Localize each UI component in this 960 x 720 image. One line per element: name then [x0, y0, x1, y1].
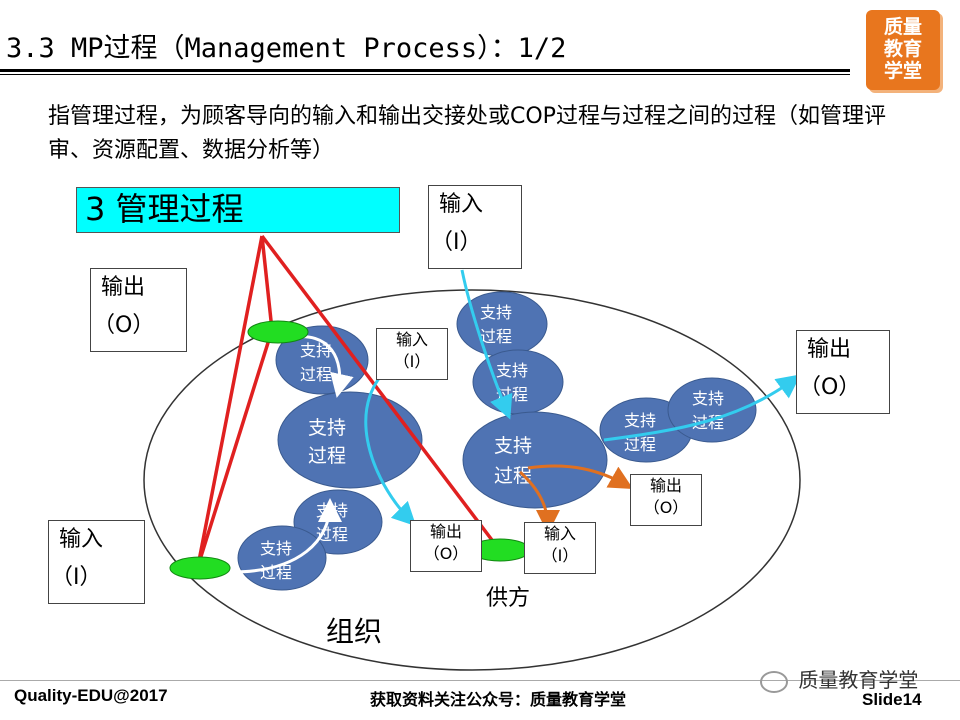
- wechat-icon: [760, 670, 788, 693]
- slide-title: 3.3 MP过程（Management Process）：1/2: [6, 33, 567, 64]
- svg-text:支持: 支持: [692, 389, 724, 408]
- watermark-text: 质量教育学堂: [798, 668, 919, 692]
- svg-text:支持: 支持: [496, 361, 528, 380]
- brand-logo: 质量 教育 学堂: [866, 10, 940, 90]
- footer-notice: 获取资料关注公众号：质量教育学堂: [370, 690, 627, 709]
- svg-text:支持: 支持: [300, 341, 332, 360]
- input-box-left: 输入 （I）: [48, 520, 145, 604]
- output-box-left-label: 输出: [101, 275, 146, 300]
- logo-line-1: 质量: [883, 16, 922, 38]
- green-node-top: [247, 320, 309, 344]
- output-box-right: 输出 （O）: [796, 330, 890, 414]
- title-underline-thin: [0, 74, 850, 75]
- svg-text:支持: 支持: [494, 435, 532, 457]
- logo-line-2: 教育: [883, 38, 922, 60]
- svg-text:过程: 过程: [480, 327, 512, 346]
- management-process-label: 3 管理过程: [76, 187, 400, 233]
- orange-arrow-output: [527, 464, 634, 489]
- circle-labels: 支持 过程 支持 过程 支持 过程 支持 过程 支持 过程 支持 过程 支持 过…: [260, 303, 724, 582]
- input-box-top: 输入 （I）: [428, 185, 522, 269]
- title-underline: [0, 69, 850, 72]
- svg-text:支持: 支持: [260, 539, 292, 558]
- footer-copyright: Quality-EDU@2017: [14, 686, 168, 705]
- output-box-inner: 输出 （O）: [410, 520, 482, 572]
- cyan-arrow-top: [460, 269, 513, 420]
- input-box-inner: 输入 （I）: [376, 328, 448, 380]
- svg-text:支持: 支持: [316, 501, 348, 520]
- output-box-inner-2-symbol: （O）: [643, 498, 689, 517]
- output-box-right-label: 输出: [807, 337, 852, 362]
- support-circle-bottom-left: [237, 525, 327, 591]
- output-box-inner-label: 输出: [429, 522, 462, 541]
- svg-text:支持: 支持: [624, 411, 656, 430]
- input-box-inner-2-label: 输入: [543, 524, 576, 543]
- support-circle-center-left: [277, 391, 423, 489]
- slide-number: Slide14: [862, 690, 922, 709]
- svg-text:支持: 支持: [308, 417, 346, 439]
- input-box-left-label: 输入: [59, 527, 104, 552]
- logo-line-3: 学堂: [883, 60, 922, 82]
- wechat-watermark: 质量教育学堂: [760, 664, 918, 693]
- input-box-top-symbol: （I）: [431, 230, 482, 255]
- supplier-label: 供方: [486, 586, 531, 611]
- green-node-left: [169, 556, 231, 580]
- management-lines: [196, 234, 500, 567]
- input-box-top-label: 输入: [439, 192, 484, 217]
- input-box-left-symbol: （I）: [51, 565, 102, 590]
- output-box-inner-2: 输出 （O）: [630, 474, 702, 526]
- svg-text:过程: 过程: [494, 465, 532, 487]
- description-text: 指管理过程，为顾客导向的输入和输出交接处或COP过程与过程之间的过程（如管理评审…: [48, 104, 886, 163]
- support-circle-center-mid: [462, 411, 608, 509]
- white-flow-arrow-bottom: [231, 498, 342, 574]
- organization-label: 组织: [326, 615, 383, 648]
- output-box-right-symbol: （O）: [799, 375, 861, 400]
- svg-text:过程: 过程: [624, 435, 656, 454]
- output-box-inner-symbol: （O）: [423, 544, 469, 563]
- footer-divider: [0, 680, 960, 681]
- svg-text:支持: 支持: [480, 303, 512, 322]
- output-box-left: 输出 （O）: [90, 268, 187, 352]
- svg-text:过程: 过程: [308, 445, 346, 467]
- cyan-arrow-right: [603, 374, 801, 442]
- input-box-inner-label: 输入: [395, 330, 428, 349]
- output-box-left-symbol: （O）: [93, 313, 155, 338]
- input-box-inner-2-symbol: （I）: [541, 546, 579, 565]
- input-box-inner-2: 输入 （I）: [524, 522, 596, 574]
- support-circles: [237, 291, 757, 591]
- output-box-inner-2-label: 输出: [649, 476, 682, 495]
- svg-text:过程: 过程: [300, 365, 332, 384]
- organization-ellipse: [143, 289, 801, 671]
- input-box-inner-symbol: （I）: [393, 352, 431, 371]
